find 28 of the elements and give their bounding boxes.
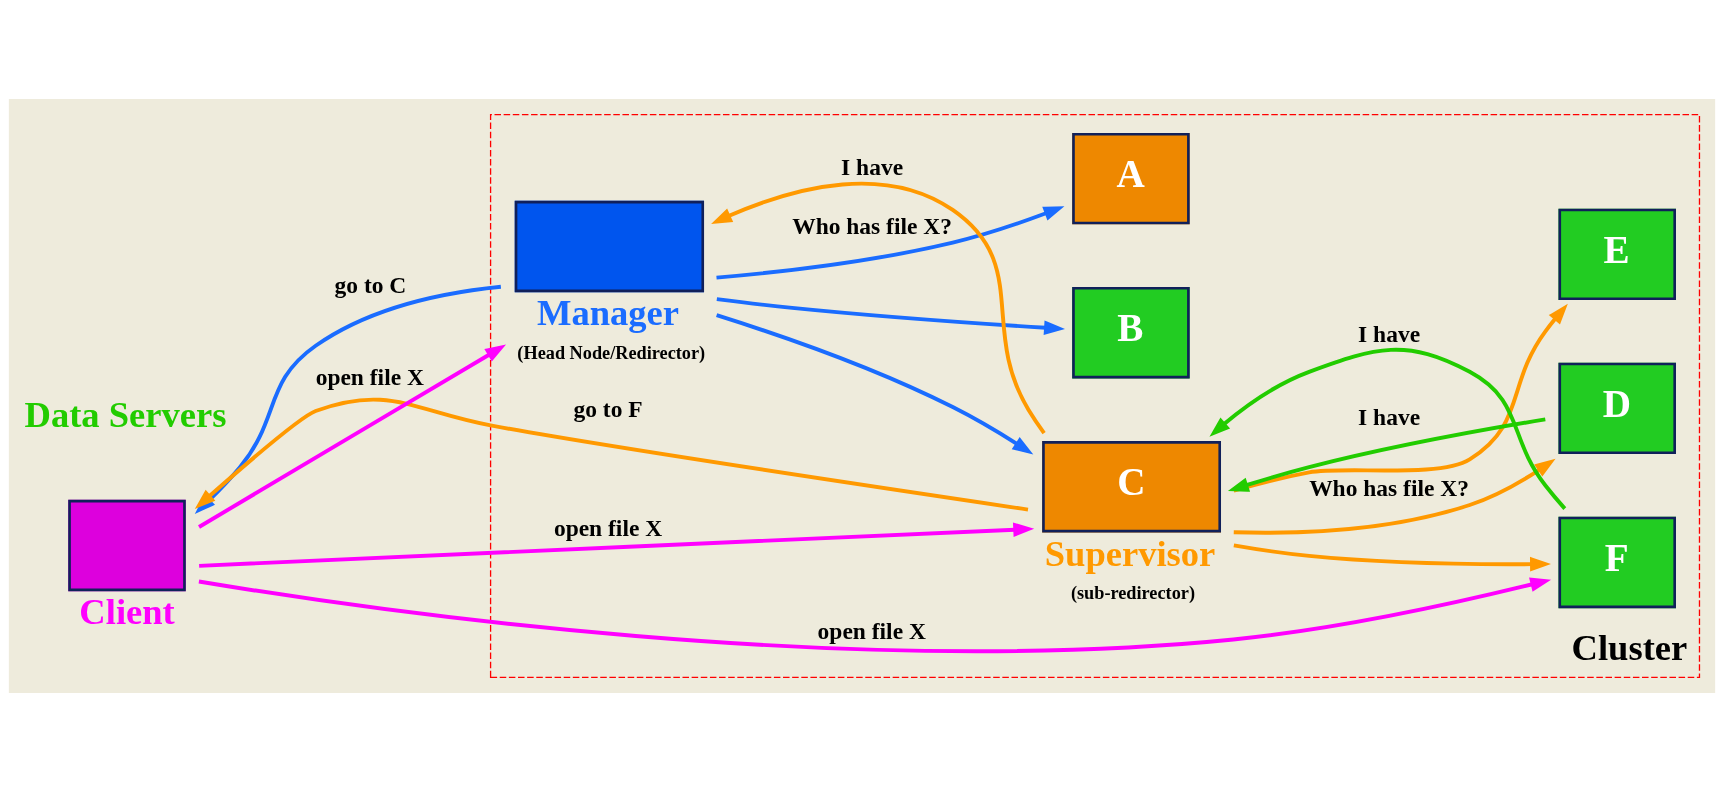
edge-label: go to F — [573, 395, 643, 422]
edge-label: go to C — [334, 271, 407, 298]
arrow — [1227, 416, 1546, 492]
arrow — [199, 521, 1035, 568]
edge-label: open file X — [817, 617, 926, 644]
node-label: Client — [79, 590, 175, 632]
edge-label: Who has file X? — [792, 212, 952, 239]
edge-label: I have — [1358, 320, 1421, 347]
node-label: Manager — [536, 291, 680, 333]
arrow — [716, 205, 1065, 280]
arrow — [711, 181, 1046, 434]
node-label: (Head Node/Redirector) — [517, 342, 706, 363]
edge-label: open file X — [315, 363, 424, 390]
edge-label: open file X — [553, 514, 663, 541]
arrow — [1233, 542, 1551, 571]
arrow — [198, 344, 507, 529]
arrow — [198, 577, 1552, 653]
node-label: Supervisor — [1044, 532, 1216, 574]
arrow — [1233, 303, 1568, 493]
edge-label: I have — [1358, 403, 1421, 430]
arrow — [1209, 347, 1567, 510]
arrow — [716, 296, 1065, 335]
edge-label: Who has file X? — [1309, 474, 1469, 501]
arrow — [716, 312, 1034, 454]
edge-label: I have — [841, 153, 904, 180]
arrow — [1233, 458, 1556, 535]
node-label: (sub-redirector) — [1070, 582, 1195, 603]
label: Data Servers — [24, 393, 227, 435]
